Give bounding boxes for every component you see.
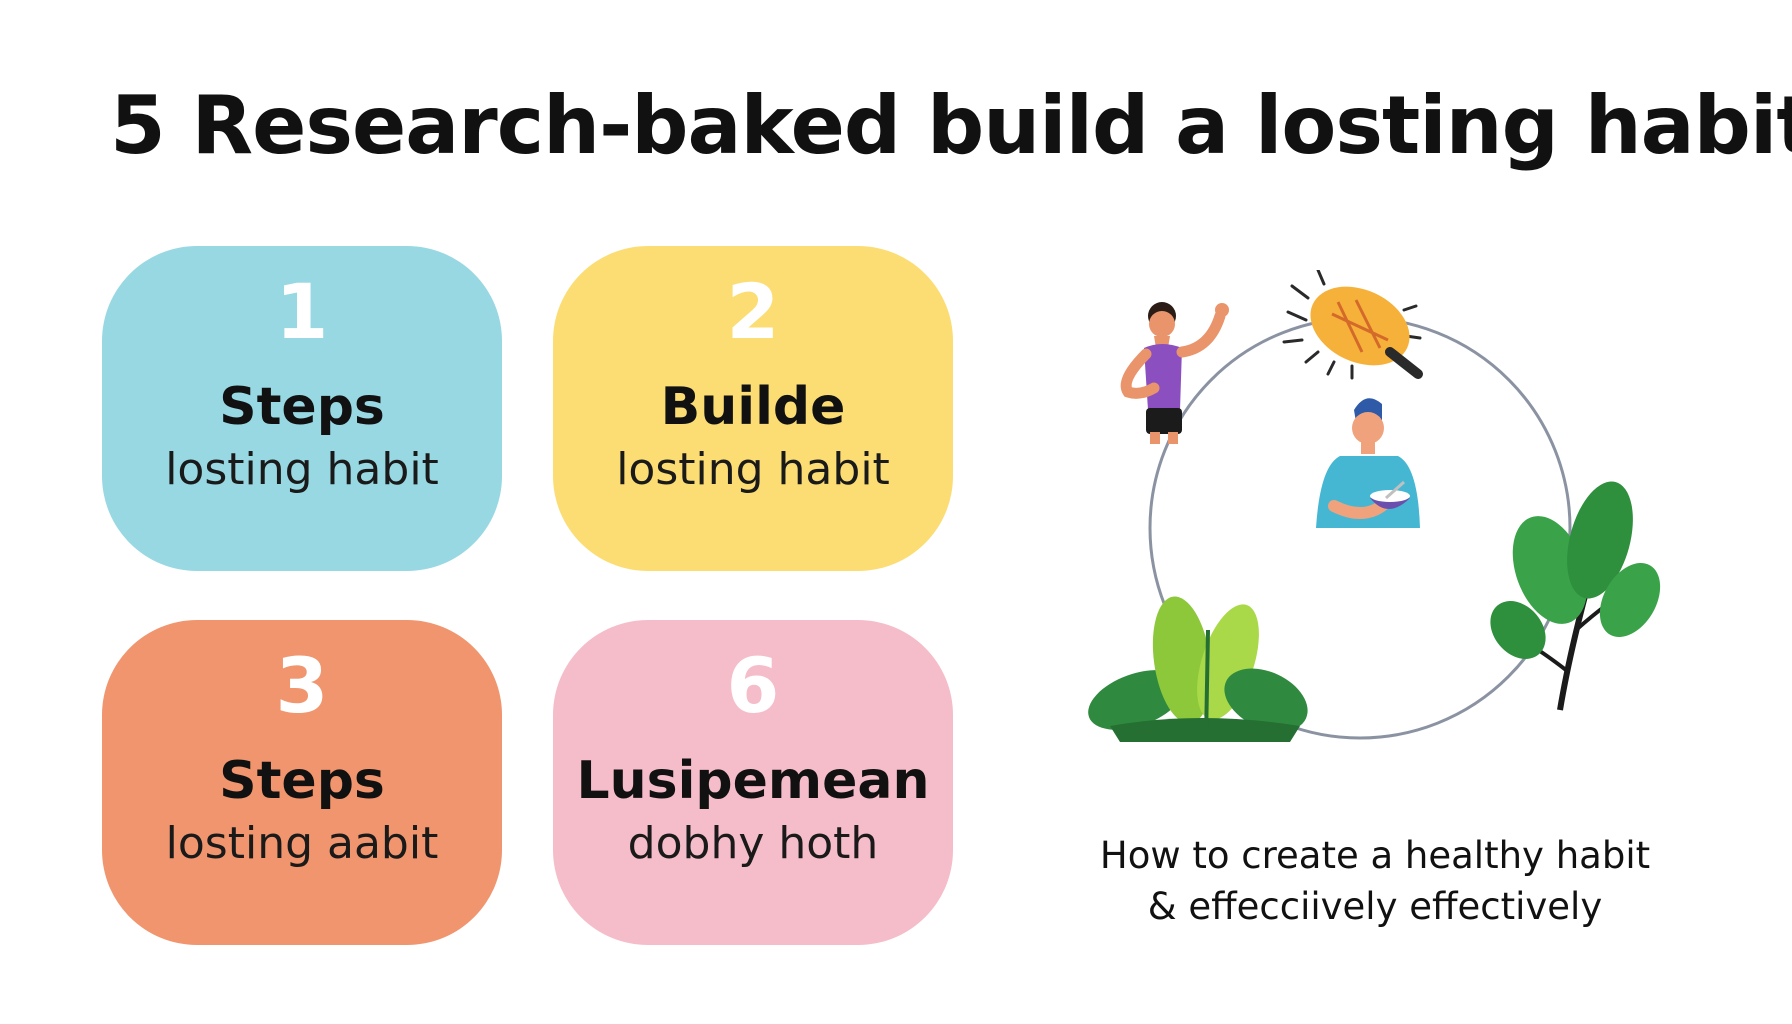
caption-line-1: How to create a healthy habit [1099,834,1651,877]
page-title: 5 Research-baked build a losting habit [110,79,1792,172]
caption-line-2: & effecciively effectively [1147,885,1603,929]
step-card-3: 3 Steps losting aabit [102,620,502,945]
woman-waving-icon [1120,302,1229,444]
sun-icon [1282,270,1423,380]
step-heading: Steps [219,751,385,811]
step-card-2: 2 Builde losting habit [553,246,953,571]
habit-cycle-illustration [1088,270,1661,742]
step-number: 6 [726,641,780,730]
step-heading: Builde [660,377,846,437]
step-heading: Lusipemean [576,751,930,811]
step-number: 1 [275,267,329,356]
step-number: 2 [726,267,780,356]
illustration-caption: How to create a healthy habit & effeccii… [1045,830,1705,932]
step-subtext: dobhy hoth [627,817,879,869]
step-heading: Steps [219,377,385,437]
step-number: 3 [275,641,329,730]
step-subtext: losting aabit [165,817,439,869]
tree-icon [1490,481,1661,711]
step-subtext: losting habit [165,443,439,495]
step-card-1: 1 Steps losting habit [102,246,502,571]
bush-icon [1088,596,1308,742]
step-subtext: losting habit [616,443,890,495]
step-card-4: 6 Lusipemean dobhy hoth [553,620,953,945]
person-eating-icon [1316,398,1420,528]
